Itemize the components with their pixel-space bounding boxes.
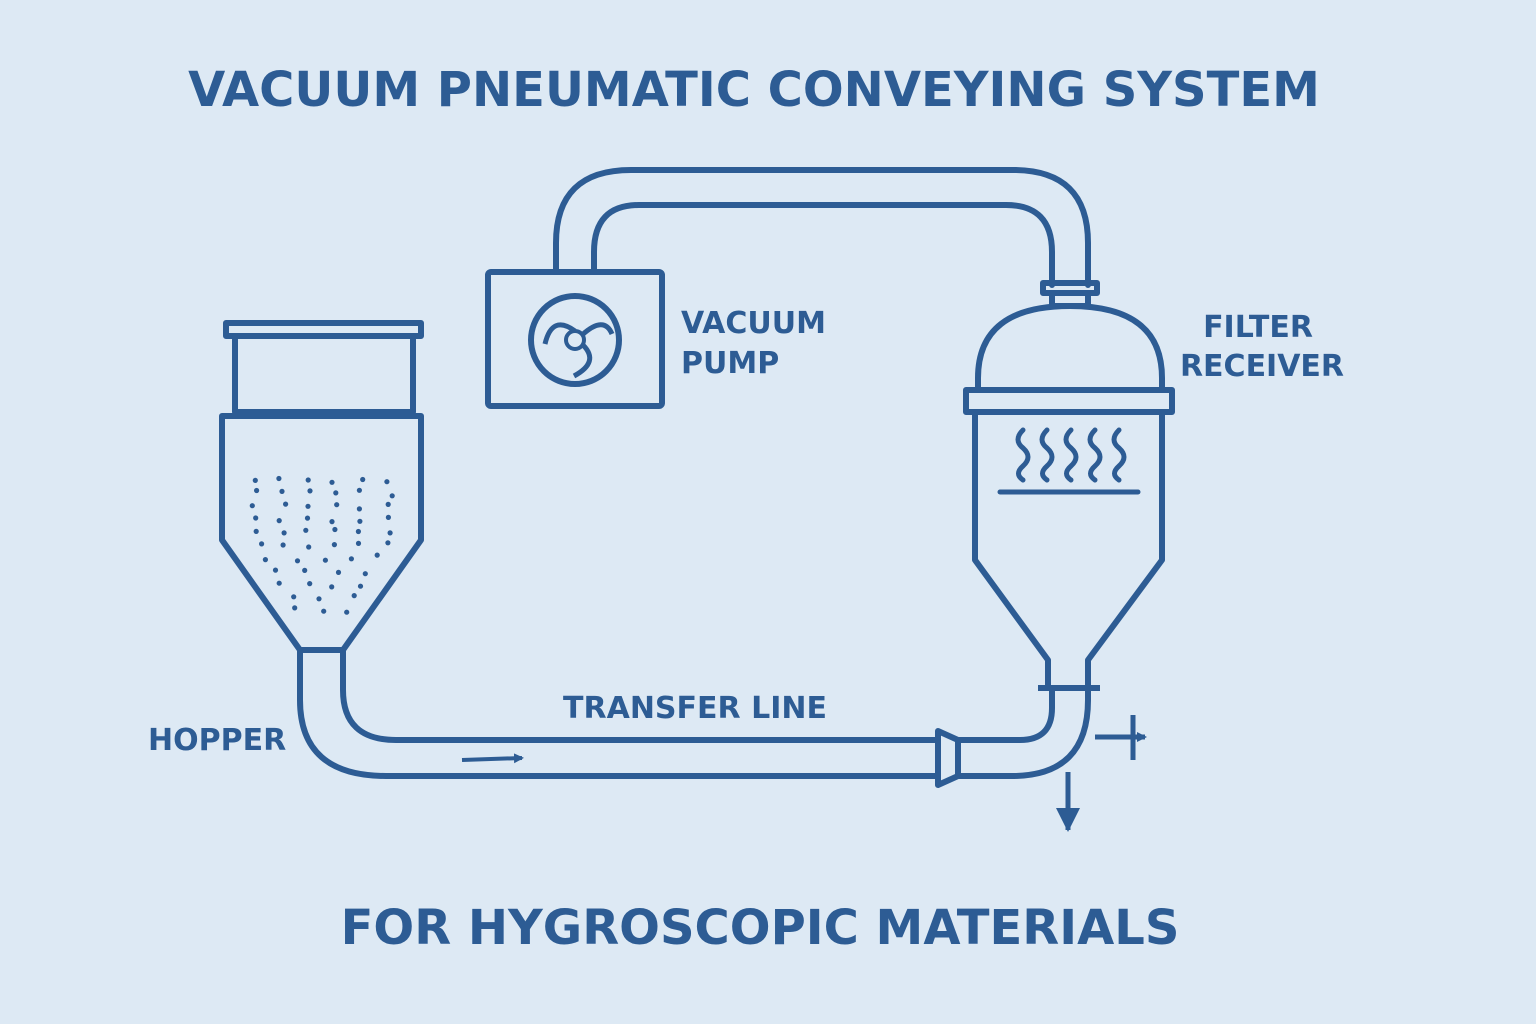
material-dot [355,540,362,547]
material-dot [355,528,361,535]
flow-arrow-icon [461,753,524,764]
material-dot [360,476,366,483]
material-dot [305,503,311,509]
fan-impeller-icon [528,293,622,387]
material-dot [356,506,362,512]
material-dot [357,583,364,589]
material-dot [276,475,282,482]
material-dot [253,528,259,535]
material-dot [385,514,391,521]
material-dot [348,556,354,562]
material-dot [357,518,363,524]
material-dot [329,479,335,485]
material-dot [306,544,312,550]
wavy-filter-icon [997,427,1141,495]
material-dot [362,571,368,577]
material-dot [389,493,395,499]
material-dot [374,552,380,558]
material-dot [356,487,362,493]
material-dot [259,541,265,547]
hopper-label: HOPPER [148,723,286,758]
material-dot [252,477,258,483]
granular-material [249,475,395,615]
vacuum-pump-label-line1: VACUUM [681,306,826,341]
material-dot [332,526,338,533]
material-dot [331,542,337,548]
material-dot [305,477,311,483]
material-dot [344,609,350,615]
filter-receiver [963,280,1175,691]
material-dot [279,488,285,494]
material-dot [253,515,259,521]
material-dot [302,567,308,574]
material-dot [292,605,298,611]
material-dot [291,594,297,600]
vacuum-line-pipe [553,167,1091,288]
material-dot [335,569,342,576]
vacuum-pump [485,269,665,409]
material-dot [262,557,268,563]
material-dot [276,518,282,524]
material-dot [321,608,327,614]
material-dot [351,593,357,599]
vacuum-pump-label-line2: PUMP [681,346,779,381]
material-dot [276,580,282,586]
transfer-line-pipe [297,647,1091,788]
hopper [219,320,424,653]
material-dot [303,527,309,533]
material-dot [316,596,322,602]
material-dot [254,487,260,494]
material-dot [385,501,391,507]
material-dot [334,502,340,508]
material-dot [283,501,289,507]
discharge-arrows [1056,715,1147,832]
material-dot [387,530,393,536]
material-dot [280,542,286,548]
diagram-subtitle: FOR HYGROSCOPIC MATERIALS [341,900,1180,956]
filter-receiver-label-line2: RECEIVER [1180,349,1344,384]
material-dot [294,558,301,564]
arrow-down-icon [1056,772,1080,832]
diagram-title: VACUUM PNEUMATIC CONVEYING SYSTEM [188,62,1320,118]
material-dot [281,530,287,536]
material-dot [329,519,335,525]
material-dot [304,515,311,521]
arrow-right-icon [1095,715,1147,760]
transfer-line-label: TRANSFER LINE [563,691,827,726]
material-dot [307,581,313,587]
material-dot [333,490,339,496]
filter-receiver-label-line1: FILTER [1203,310,1313,345]
material-dot [307,488,313,494]
material-dot [272,567,279,573]
material-dot [384,479,390,485]
material-dot [329,584,335,590]
material-dot [385,540,391,546]
material-dot [322,557,328,563]
material-dot [249,503,255,509]
